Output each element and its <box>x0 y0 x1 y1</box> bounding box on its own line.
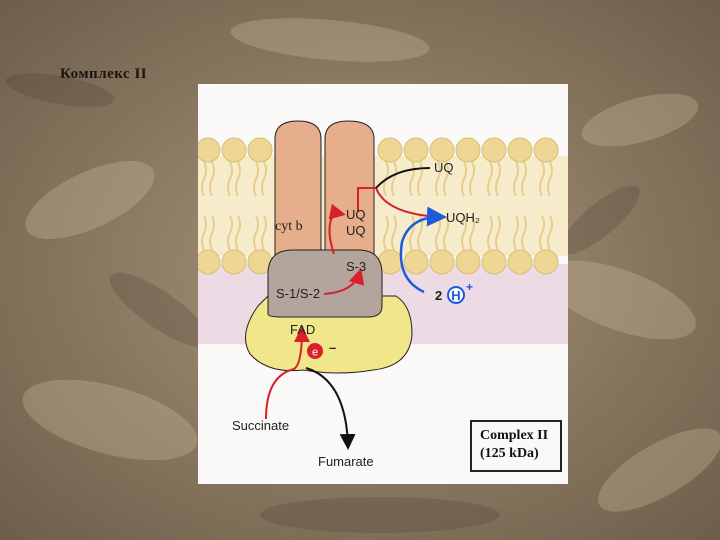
lipid-head <box>377 137 403 163</box>
lipid-tail <box>435 161 441 197</box>
complex-ii-diagram: e – H 2 + cyt b UQ UQ UQ UQH₂ S-3 S-1/S-… <box>198 84 568 484</box>
electron-charge: – <box>329 340 336 355</box>
proton-charge: + <box>466 280 473 294</box>
lipid-tail <box>391 215 397 251</box>
s1s2-label: S-1/S-2 <box>276 286 320 301</box>
lipid-tail <box>383 215 389 251</box>
lipid-tail <box>253 215 259 251</box>
lipid-head <box>403 137 429 163</box>
membrane-lipid-layer <box>198 156 568 256</box>
lipid-tail <box>209 161 215 197</box>
lipid-tail <box>495 161 501 197</box>
proton-marker <box>447 286 465 304</box>
lipid-tail <box>461 161 467 197</box>
electron-label: e <box>312 347 318 359</box>
lipid-head <box>221 137 247 163</box>
lipid-tail <box>469 215 475 251</box>
uqh2-label: UQH₂ <box>446 210 480 225</box>
lipid-tail <box>261 215 267 251</box>
lipid-tail <box>417 161 423 197</box>
lipid-tail <box>461 215 467 251</box>
cytochrome-b-subunit <box>274 120 375 275</box>
electron-path-fad <box>265 326 310 420</box>
caption-box: Complex II (125 kDa) <box>470 420 562 472</box>
proton-count: 2 <box>435 288 442 303</box>
lipid-head <box>507 137 533 163</box>
lipid-tail <box>513 215 519 251</box>
lipid-head <box>247 137 273 163</box>
lipid-tail <box>547 215 553 251</box>
lipid-tail <box>227 161 233 197</box>
lipid-tails <box>201 161 553 251</box>
lipid-tail <box>235 215 241 251</box>
s3-label: S-3 <box>346 259 366 274</box>
lipid-tail <box>539 161 545 197</box>
lipid-tail <box>443 215 449 251</box>
lipid-head <box>455 249 481 275</box>
iron-sulfur-subunit <box>267 249 383 318</box>
lipid-tail <box>201 215 207 251</box>
lipid-head <box>429 249 455 275</box>
uq-inner-label-1: UQ <box>346 207 366 222</box>
lipid-tail <box>227 215 233 251</box>
lipid-head <box>198 137 221 163</box>
lipid-tail <box>513 161 519 197</box>
electron-marker <box>307 343 323 359</box>
lipid-tail <box>539 215 545 251</box>
caption-mass: (125 kDa) <box>480 446 539 461</box>
proton-path <box>399 206 447 294</box>
lipid-tail <box>487 215 493 251</box>
lipid-tail <box>443 161 449 197</box>
lipid-tail <box>409 215 415 251</box>
lipid-tail <box>201 161 207 197</box>
lipid-head <box>198 249 221 275</box>
lipid-tail <box>409 161 415 197</box>
lipid-head <box>403 249 429 275</box>
lipid-tail <box>487 161 493 197</box>
cyt-b-label: cyt b <box>275 219 303 234</box>
lipid-head <box>481 249 507 275</box>
lipid-head <box>507 249 533 275</box>
fumarate-path <box>305 367 356 450</box>
electron-path-s1s2-s3 <box>323 268 365 295</box>
lipid-head <box>455 137 481 163</box>
lipid-head <box>533 137 559 163</box>
lipid-head <box>533 249 559 275</box>
fumarate-label: Fumarate <box>318 454 374 469</box>
succinate-label: Succinate <box>232 418 289 433</box>
slide-title: Комплекс II <box>60 66 148 82</box>
lipid-tail <box>495 215 501 251</box>
lipid-tail <box>521 215 527 251</box>
electron-path-s3-uq <box>328 203 346 255</box>
fad-label: FAD <box>290 322 315 337</box>
lipid-tail <box>521 161 527 197</box>
uq-entry-path <box>375 167 431 189</box>
uq-inner-label-2: UQ <box>346 223 366 238</box>
proton-label: H <box>451 288 460 303</box>
lipid-head <box>221 249 247 275</box>
lipid-tail <box>235 161 241 197</box>
lipid-head <box>481 137 507 163</box>
lipid-tail <box>209 215 215 251</box>
membrane-heads <box>198 137 559 275</box>
uq-label: UQ <box>434 160 454 175</box>
lipid-tail <box>253 161 259 197</box>
caption-title: Complex II <box>480 428 549 443</box>
lipid-tail <box>261 161 267 197</box>
lipid-tail <box>547 161 553 197</box>
lipid-head <box>429 137 455 163</box>
lipid-tail <box>469 161 475 197</box>
lipid-tail <box>391 161 397 197</box>
